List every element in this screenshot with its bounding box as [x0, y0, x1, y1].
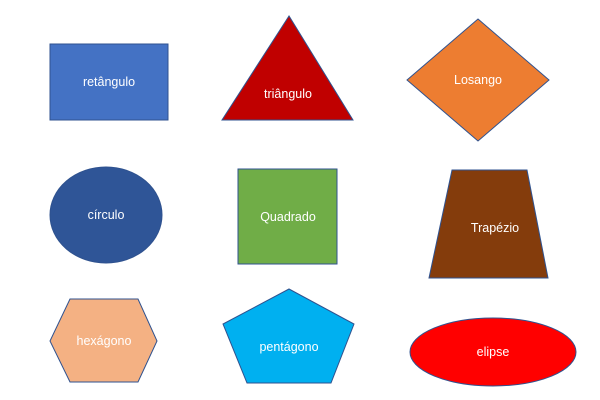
diamond-shape: Losango: [406, 18, 550, 142]
circle-shape: círculo: [49, 166, 163, 264]
square-body: [237, 168, 338, 265]
trapezoid-label: Trapézio: [471, 221, 519, 235]
triangle-label: triângulo: [264, 87, 312, 101]
rectangle-body: [49, 43, 169, 121]
diamond-label: Losango: [454, 73, 502, 87]
trapezoid-shape: Trapézio: [428, 169, 549, 279]
diamond-body: [406, 18, 550, 142]
square-shape: Quadrado: [237, 168, 338, 265]
circle-label: círculo: [88, 208, 125, 222]
square-label: Quadrado: [260, 210, 316, 224]
pentagon-body: [222, 288, 355, 384]
hexagon-shape: hexágono: [49, 298, 158, 383]
ellipse-shape: elipse: [409, 317, 577, 387]
triangle-shape: triângulo: [221, 15, 354, 121]
pentagon-label: pentágono: [259, 340, 318, 354]
trapezoid-body: [428, 169, 549, 279]
hexagon-label: hexágono: [77, 334, 132, 348]
rectangle-label: retângulo: [83, 75, 135, 89]
ellipse-label: elipse: [477, 345, 510, 359]
ellipse-body: [409, 317, 577, 387]
pentagon-shape: pentágono: [222, 288, 355, 384]
triangle-body: [221, 15, 354, 121]
hexagon-body: [49, 298, 158, 383]
circle-body: [49, 166, 163, 264]
rectangle-shape: retângulo: [49, 43, 169, 121]
